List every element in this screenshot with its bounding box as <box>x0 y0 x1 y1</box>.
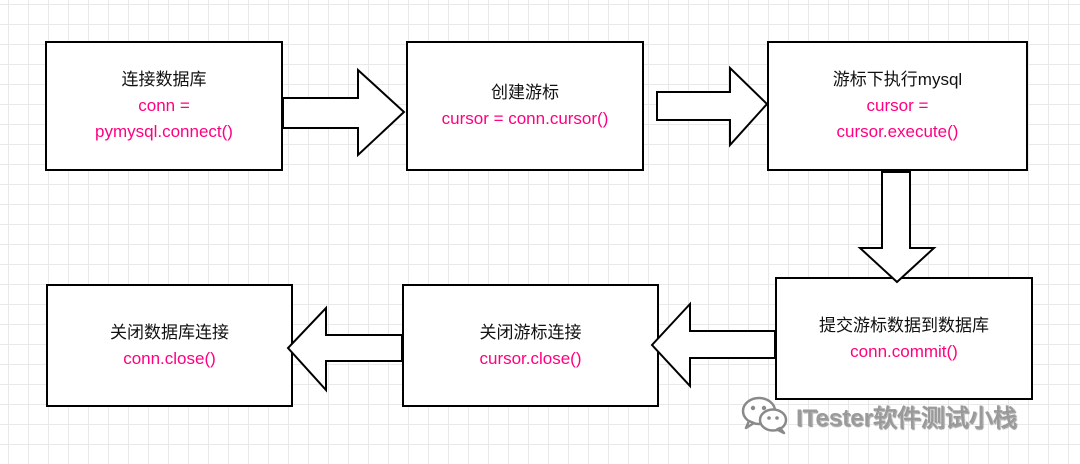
node-connect-database: 连接数据库 conn = pymysql.connect() <box>45 41 283 171</box>
arrow-connect-to-cursor <box>282 67 406 158</box>
node-create-cursor: 创建游标 cursor = conn.cursor() <box>406 41 644 171</box>
node-title: 连接数据库 <box>121 70 207 89</box>
node-code-line: conn.close() <box>123 348 216 368</box>
watermark: ITester软件测试小栈 <box>740 394 1017 436</box>
node-code-line: cursor.close() <box>479 348 582 368</box>
node-code-line: pymysql.connect() <box>95 122 233 141</box>
node-title: 关闭数据库连接 <box>110 322 229 342</box>
watermark-text: ITester软件测试小栈 <box>796 404 1017 432</box>
arrow-commit-to-close-cursor <box>650 301 776 389</box>
node-commit: 提交游标数据到数据库 conn.commit() <box>775 277 1033 400</box>
node-title: 创建游标 <box>491 83 559 102</box>
arrow-execute-to-commit <box>857 171 937 284</box>
node-code-line: cursor.execute() <box>836 122 959 141</box>
node-code-line: conn = <box>138 96 190 115</box>
node-code-line: cursor = conn.cursor() <box>441 109 609 128</box>
node-code-line: cursor = <box>866 96 929 115</box>
node-close-cursor: 关闭游标连接 cursor.close() <box>402 284 659 407</box>
arrow-cursor-to-execute <box>656 65 769 148</box>
node-execute-sql: 游标下执行mysql cursor = cursor.execute() <box>767 41 1028 171</box>
node-title: 提交游标数据到数据库 <box>819 315 989 335</box>
node-code-line: conn.commit() <box>850 341 958 361</box>
arrow-close-cursor-to-close-connection <box>286 305 403 393</box>
node-close-connection: 关闭数据库连接 conn.close() <box>46 284 293 407</box>
wechat-icon <box>740 395 790 435</box>
node-title: 关闭游标连接 <box>479 322 582 342</box>
node-title: 游标下执行mysql <box>832 70 963 89</box>
